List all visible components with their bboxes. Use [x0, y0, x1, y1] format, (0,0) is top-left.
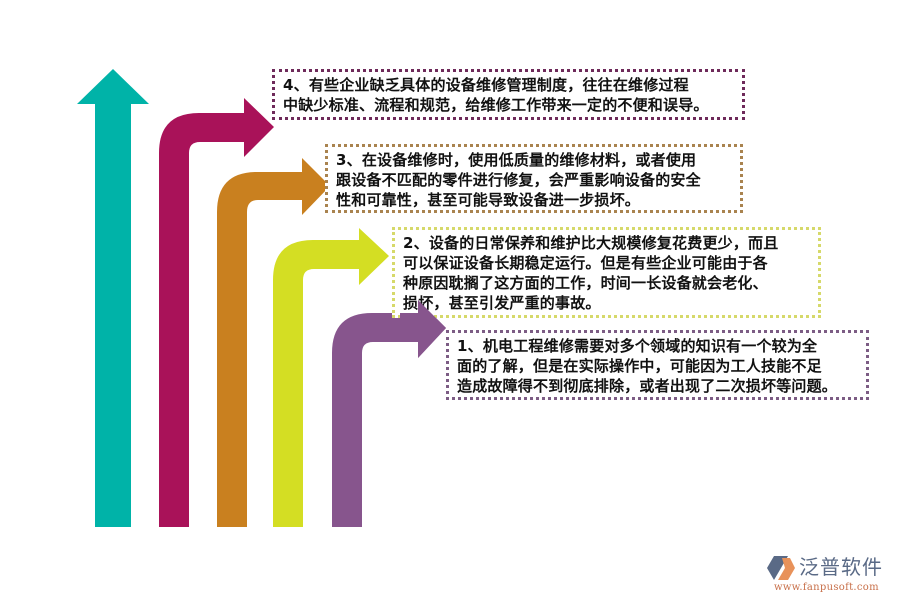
fanpusoft-logo: 泛普软件 www.fanpusoft.com — [766, 553, 896, 595]
magenta-bent-arrow — [159, 98, 274, 527]
point-2-line-1: 2、设备的日常保养和维护比大规模修复花费更少，而且 — [403, 234, 779, 252]
orange-bent-arrow — [217, 158, 330, 527]
point-2-line-3: 种原因耽搁了这方面的工作，时间一长设备就会老化、 — [403, 274, 768, 292]
purple-bent-arrow — [332, 300, 446, 527]
point-1-line-1: 1、机电工程维修需要对多个领域的知识有一个较为全 — [457, 337, 818, 355]
point-3-line-2: 跟设备不匹配的零件进行修复，会严重影响设备的安全 — [336, 171, 701, 189]
point-3-line-1: 3、在设备维修时，使用低质量的维修材料，或者使用 — [336, 151, 697, 169]
yellow-bent-arrow — [273, 228, 389, 527]
point-2-line-2: 可以保证设备长期稳定运行。但是有些企业可能由于各 — [403, 254, 768, 272]
logo-url: www.fanpusoft.com — [774, 582, 879, 593]
logo-name: 泛普软件 — [799, 555, 883, 579]
point-3-line-3: 性和可靠性，甚至可能导致设备进一步损坏。 — [336, 191, 641, 209]
point-2-box: 2、设备的日常保养和维护比大规模修复花费更少，而且 可以保证设备长期稳定运行。但… — [392, 227, 821, 318]
point-4-box: 4、有些企业缺乏具体的设备维修管理制度，往往在维修过程 中缺少标准、流程和规范，… — [272, 69, 745, 120]
teal-up-arrow — [77, 69, 149, 527]
point-3-box: 3、在设备维修时，使用低质量的维修材料，或者使用 跟设备不匹配的零件进行修复，会… — [325, 144, 743, 213]
point-1-line-3: 造成故障得不到彻底排除，或者出现了二次损坏等问题。 — [457, 377, 838, 395]
point-1-box: 1、机电工程维修需要对多个领域的知识有一个较为全 面的了解，但是在实际操作中，可… — [446, 330, 869, 400]
point-1-line-2: 面的了解，但是在实际操作中，可能因为工人技能不足 — [457, 357, 822, 375]
point-4-line-2: 中缺少标准、流程和规范，给维修工作带来一定的不便和误导。 — [283, 96, 709, 114]
point-2-line-4: 损坏，甚至引发严重的事故。 — [403, 294, 601, 312]
logo-hexagon-icon — [767, 556, 795, 580]
point-4-line-1: 4、有些企业缺乏具体的设备维修管理制度，往往在维修过程 — [283, 76, 689, 94]
